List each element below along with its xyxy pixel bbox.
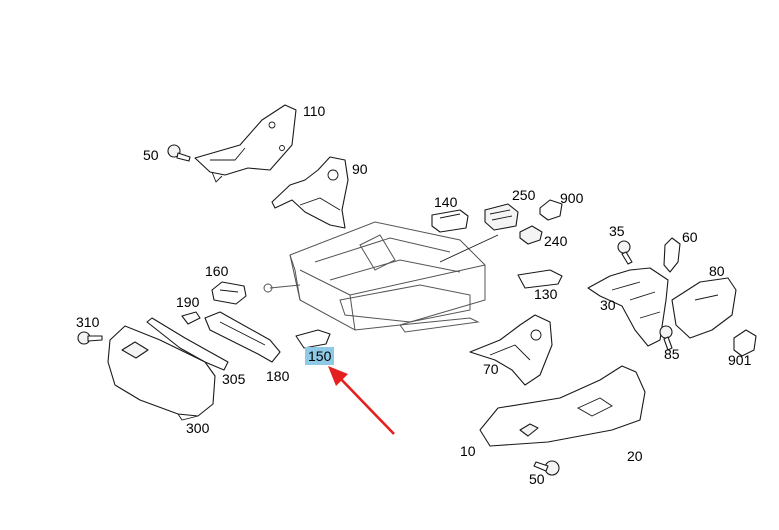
callout-190: 190 bbox=[176, 294, 200, 310]
cable-part bbox=[439, 234, 499, 263]
part-35-screw bbox=[617, 240, 633, 265]
part-30 bbox=[587, 267, 669, 347]
callout-240: 240 bbox=[544, 233, 568, 249]
part-130 bbox=[517, 269, 563, 289]
callout-250: 250 bbox=[512, 187, 536, 203]
callout-180: 180 bbox=[266, 368, 290, 384]
part-300 bbox=[107, 325, 216, 421]
callout-160: 160 bbox=[205, 263, 229, 279]
part-150 bbox=[295, 329, 331, 349]
callout-35: 35 bbox=[609, 223, 625, 239]
part-60 bbox=[663, 237, 681, 273]
part-250 bbox=[484, 203, 519, 231]
part-10 bbox=[479, 365, 646, 447]
callout-90: 90 bbox=[352, 161, 368, 177]
part-160 bbox=[211, 281, 247, 305]
callout-50: 50 bbox=[143, 147, 159, 163]
callout-310: 310 bbox=[76, 314, 100, 330]
part-85-screw bbox=[659, 325, 673, 351]
callout-150-highlighted[interactable]: 150 bbox=[305, 347, 335, 365]
part-70 bbox=[469, 314, 553, 386]
callout-901: 901 bbox=[728, 352, 752, 368]
part-110 bbox=[194, 104, 297, 183]
part-240 bbox=[519, 225, 543, 245]
part-50-screw-bottom bbox=[533, 460, 560, 476]
callout-20: 20 bbox=[627, 448, 643, 464]
callout-140: 140 bbox=[434, 194, 458, 210]
part-901 bbox=[733, 329, 757, 357]
part-190 bbox=[181, 311, 201, 325]
callout-130: 130 bbox=[534, 286, 558, 302]
callout-70: 70 bbox=[483, 361, 499, 377]
part-310-screw bbox=[77, 331, 103, 345]
callout-80: 80 bbox=[709, 263, 725, 279]
part-50-screw bbox=[167, 144, 191, 162]
callout-30: 30 bbox=[600, 297, 616, 313]
callout-60: 60 bbox=[682, 229, 698, 245]
callout-85: 85 bbox=[664, 346, 680, 362]
callout-10: 10 bbox=[460, 443, 476, 459]
callout-50-bottom: 50 bbox=[529, 471, 545, 487]
callout-300: 300 bbox=[186, 420, 210, 436]
part-305 bbox=[146, 317, 229, 371]
part-180 bbox=[204, 311, 281, 363]
callout-110: 110 bbox=[303, 103, 326, 119]
part-90 bbox=[271, 156, 349, 229]
callout-900: 900 bbox=[560, 190, 584, 206]
callout-305: 305 bbox=[222, 371, 246, 387]
part-80 bbox=[671, 277, 737, 339]
seat-frame-part bbox=[263, 221, 486, 333]
part-900 bbox=[539, 199, 563, 221]
part-140 bbox=[431, 209, 469, 233]
pointer-arrow bbox=[328, 366, 395, 435]
